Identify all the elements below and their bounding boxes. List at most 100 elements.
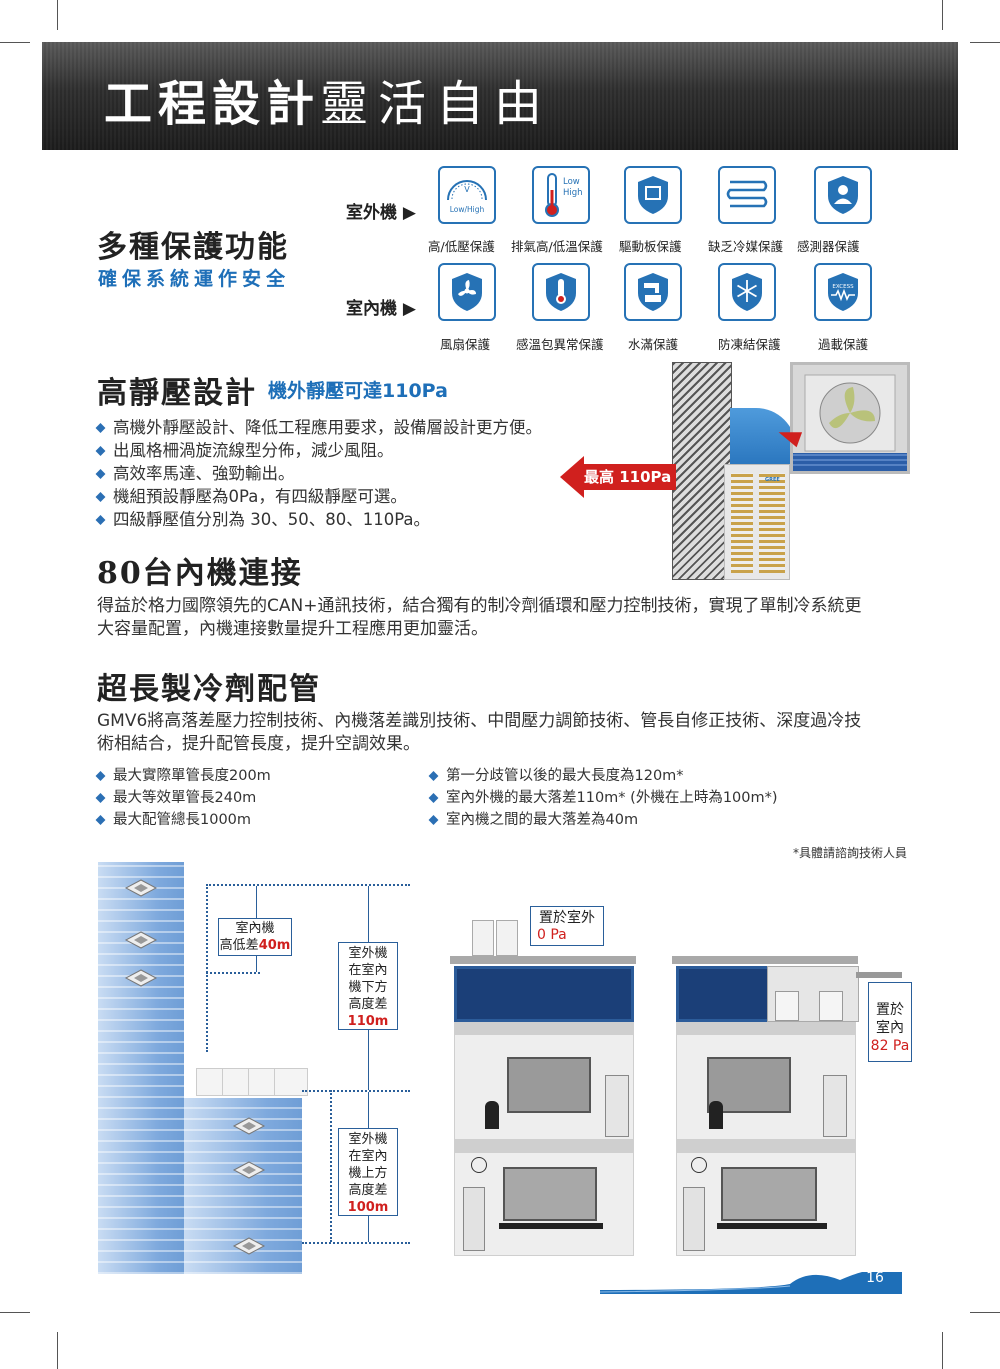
snowflake-icon xyxy=(718,263,776,321)
indoor-protect-label: 過載保護 xyxy=(818,337,869,352)
wall-hatch xyxy=(672,362,732,580)
svg-text:Low: Low xyxy=(563,177,580,187)
crop-mark xyxy=(942,1332,943,1369)
outdoor-below-label: 室外機在室內 機下方高度差 110m xyxy=(338,942,398,1030)
list-item: 高機外靜壓設計、降低工程應用要求，設備層設計更方便。 xyxy=(95,416,542,439)
svg-text:Low/High: Low/High xyxy=(450,205,485,214)
list-item: 室內機之間的最大落差為40m xyxy=(428,809,778,831)
rooftop-unit-icon xyxy=(496,920,518,956)
indoor-protect-label: 水滿保護 xyxy=(628,337,679,352)
crop-mark xyxy=(0,1312,30,1313)
dimension-line xyxy=(302,1090,410,1092)
list-item: 四級靜壓值分別為 30、50、80、110Pa。 xyxy=(95,508,542,531)
outdoor-protect-label: 缺乏冷媒保護 xyxy=(708,239,784,254)
cassette-unit-icon xyxy=(232,1161,266,1179)
outdoor-protect-label: 排氣高/低溫保護 xyxy=(511,239,603,254)
dimension-line xyxy=(302,1242,410,1244)
page-number: 16 xyxy=(866,1270,884,1286)
indoor-protect-label: 防凍結保護 xyxy=(718,337,781,352)
crop-mark xyxy=(0,42,30,43)
crop-mark xyxy=(970,1312,1000,1313)
cassette-unit-icon xyxy=(124,931,158,949)
indoor-protect-label: 感溫包異常保護 xyxy=(516,337,604,352)
pressure-arrow-label: 最高 110Pa xyxy=(584,468,672,486)
air-outlet-duct xyxy=(856,972,902,978)
crop-mark xyxy=(970,42,1000,43)
floor-slab xyxy=(454,1140,634,1152)
roof-slab xyxy=(672,956,858,964)
outdoor-unit-label: 室外機 ▶ xyxy=(346,203,416,223)
list-item: 出風格柵渦旋流線型分佈，減少風阻。 xyxy=(95,439,542,462)
connect-text: 得益於格力國際領先的CAN+通訊技術，結合獨有的制冷劑循環和壓力控制技術，實現了… xyxy=(97,596,862,639)
static-bullet-list: 高機外靜壓設計、降低工程應用要求，設備層設計更方便。 出風格柵渦旋流線型分佈，減… xyxy=(95,416,542,531)
list-item: 第一分歧管以後的最大長度為120m* xyxy=(428,765,778,787)
connect-title: 80台內機連接 xyxy=(97,556,303,591)
sensor-shield-icon xyxy=(814,166,872,224)
pressure-arrow-icon xyxy=(560,456,676,502)
cassette-unit-icon xyxy=(124,879,158,897)
list-item: 最大實際單管長度200m xyxy=(95,765,271,787)
indoor-unit-label: 室內機 ▶ xyxy=(346,299,416,319)
footer-wave xyxy=(600,1272,902,1294)
overload-icon: EXCESS xyxy=(814,263,872,321)
crop-mark xyxy=(57,0,58,30)
water-full-icon xyxy=(624,263,682,321)
cassette-unit-icon xyxy=(124,969,158,987)
floor-slab xyxy=(676,1140,856,1152)
office-floor xyxy=(454,1034,634,1140)
dimension-line xyxy=(206,884,208,1052)
floor-slab xyxy=(676,1022,856,1034)
window-row xyxy=(454,966,634,1022)
thermometer-icon: Low High xyxy=(532,166,590,224)
outdoor-placement-label: 置於室外 0 Pa xyxy=(530,906,604,946)
piping-text: GMV6將高落差壓力控制技術、內機落差識別技術、中間壓力調節技術、管長自修正技術… xyxy=(97,711,862,754)
indoor-protect-label: 風扇保護 xyxy=(440,337,491,352)
list-item: 室內外機的最大落差110m* (外機在上時為100m*) xyxy=(428,787,778,809)
list-item: 機組預設靜壓為0Pa，有四級靜壓可選。 xyxy=(95,485,542,508)
page-header: 工程設計靈活自由 xyxy=(42,42,958,150)
crop-mark xyxy=(942,0,943,30)
tall-building xyxy=(98,862,184,1274)
protect-subtitle: 確保系統運作安全 xyxy=(98,268,291,290)
svg-text:EXCESS: EXCESS xyxy=(832,284,854,290)
cassette-unit-icon xyxy=(232,1237,266,1255)
dimension-line xyxy=(206,972,260,974)
office-floor xyxy=(676,1034,856,1140)
outdoor-protect-label: 高/低壓保護 xyxy=(428,239,495,254)
protect-title: 多種保護功能 xyxy=(97,230,289,265)
floor-slab xyxy=(454,1022,634,1034)
cassette-unit-icon xyxy=(232,1117,266,1135)
fan-icon xyxy=(438,263,496,321)
office-floor xyxy=(454,1152,634,1256)
piping-left-list: 最大實際單管長度200m 最大等效單管長240m 最大配管總長1000m xyxy=(95,765,271,831)
crop-mark xyxy=(57,1332,58,1369)
pressure-gauge-icon: V Low/High xyxy=(438,166,496,224)
svg-text:High: High xyxy=(563,188,583,198)
temp-sensor-icon xyxy=(532,263,590,321)
list-item: 最大配管總長1000m xyxy=(95,809,271,831)
office-floor xyxy=(676,1152,856,1256)
outdoor-protect-label: 感測器保護 xyxy=(797,239,860,254)
piping-right-list: 第一分歧管以後的最大長度為120m* 室內外機的最大落差110m* (外機在上時… xyxy=(428,765,778,831)
rooftop-unit-icon xyxy=(472,920,494,956)
list-item: 高效率馬達、強勁輸出。 xyxy=(95,462,542,485)
outdoor-unit-image: GREE xyxy=(724,464,790,580)
footnote: *具體請諮詢技術人員 xyxy=(793,846,908,860)
piping-title: 超長製冷劑配管 xyxy=(97,672,321,707)
dimension-line xyxy=(330,1090,332,1242)
dimension-line xyxy=(206,884,410,886)
refrigerant-coil-icon xyxy=(718,166,776,224)
indoor-placement-label: 置於 室內 82 Pa xyxy=(868,982,912,1062)
fan-zoom-image xyxy=(790,362,910,474)
static-title: 高靜壓設計 xyxy=(97,376,257,411)
driver-board-shield-icon xyxy=(624,166,682,224)
indoor-height-diff-label: 室內機 高低差40m xyxy=(218,918,292,956)
list-item: 最大等效單管長240m xyxy=(95,787,271,809)
static-subtitle: 機外靜壓可達110Pa xyxy=(268,380,448,402)
outdoor-above-label: 室外機在室內 機上方高度差 100m xyxy=(338,1128,398,1216)
roof-slab xyxy=(450,956,636,964)
window-row xyxy=(676,966,859,1022)
svg-text:V: V xyxy=(464,185,470,194)
page-title: 工程設計靈活自由 xyxy=(104,76,553,132)
outdoor-protect-label: 驅動板保護 xyxy=(619,239,682,254)
